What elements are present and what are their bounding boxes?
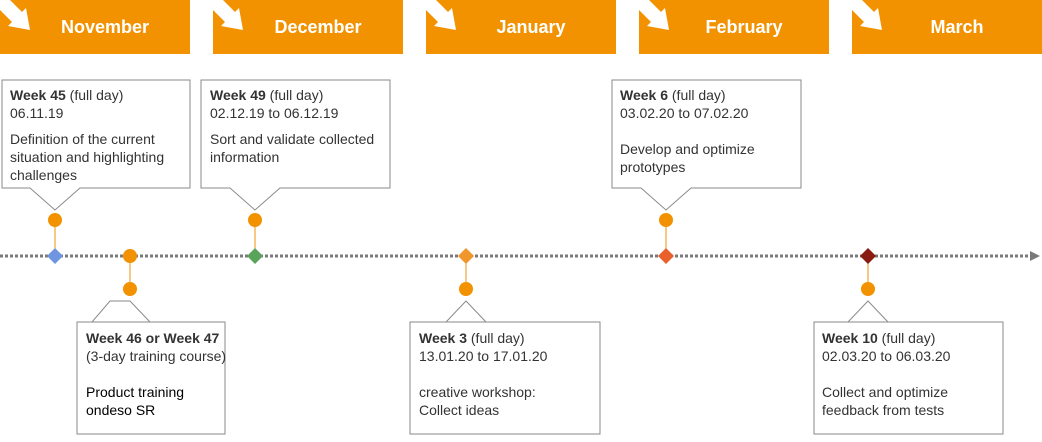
month-label: January [496,16,566,37]
event-note: (full day) [69,87,124,103]
event-desc: Develop and optimize [620,141,755,157]
month-label: November [60,16,150,37]
marker-dot [248,213,262,227]
month-header-november: November [0,0,190,54]
arrow-down-right-icon [213,0,243,30]
event-desc: challenges [10,167,77,183]
month-label: February [705,16,783,37]
event-week45: Week 45 (full day) 06.11.19 Definition o… [10,86,164,184]
callout-week45 [1,79,191,211]
event-note: (full day) [881,330,936,346]
month-header-february: February [639,0,829,54]
diamond-november [47,248,63,264]
month-header-december: December [213,0,403,54]
arrow-down-right-icon [0,0,30,30]
marker-dot [659,213,673,227]
event-week: Week 49 [210,87,266,103]
event-date: (3-day training course) [86,348,227,364]
event-week: Week 46 or Week 47 [86,330,220,346]
event-desc: Collect and optimize [822,384,949,400]
event-desc: information [210,149,280,165]
diamond-february [658,248,674,264]
event-week: Week 3 [419,330,467,346]
event-desc: Product training [86,384,185,400]
diamond-december [247,248,263,264]
month-label: December [274,16,362,37]
diamond-march [860,248,876,264]
marker-dot [48,213,62,227]
event-date: 02.12.19 to 06.12.19 [210,105,339,121]
event-week6: Week 6 (full day) 03.02.20 to 07.02.20 D… [620,86,755,176]
event-week46-47: Week 46 or Week 47 (3-day training cours… [86,329,226,419]
event-date: 03.02.20 to 07.02.20 [620,105,749,121]
event-date: 06.11.19 [10,105,64,121]
callout-week3 [409,300,601,435]
event-desc: creative workshop: [419,384,536,400]
axis-arrow-icon [1030,251,1040,261]
marker-dot [123,282,137,296]
event-week10: Week 10 (full day) 02.03.20 to 06.03.20 … [822,329,950,419]
marker-dot [123,249,137,263]
month-header-march: March [852,0,1042,54]
event-desc: Sort and validate collected [210,131,375,147]
event-desc: Collect ideas [419,402,500,418]
event-week: Week 45 [10,87,66,103]
event-date: 13.01.20 to 17.01.20 [419,348,548,364]
event-week3: Week 3 (full day) 13.01.20 to 17.01.20 c… [419,329,547,419]
event-week: Week 6 [620,87,668,103]
diamond-january [458,248,474,264]
month-header-january: January [426,0,616,54]
arrow-down-right-icon [639,0,669,30]
event-note: (full day) [671,87,726,103]
event-week49: Week 49 (full day) 02.12.19 to 06.12.19 … [210,86,374,166]
event-note: (full day) [269,87,324,103]
month-label: March [930,16,984,37]
event-desc: prototypes [620,159,686,175]
callout-week6 [611,79,802,211]
marker-dot [459,282,473,296]
event-desc: situation and highlighting [10,149,165,165]
callout-week46 [76,300,226,435]
arrow-down-right-icon [852,0,882,30]
event-desc: feedback from tests [822,402,945,418]
marker-dot [861,282,875,296]
callout-week49 [200,79,391,211]
event-desc: ondeso SR [86,402,156,418]
event-date: 02.03.20 to 06.03.20 [822,348,951,364]
callout-week10 [813,300,1004,435]
arrow-down-right-icon [426,0,456,30]
event-note: (full day) [470,330,525,346]
event-week: Week 10 [822,330,878,346]
event-desc: Definition of the current [10,131,155,147]
